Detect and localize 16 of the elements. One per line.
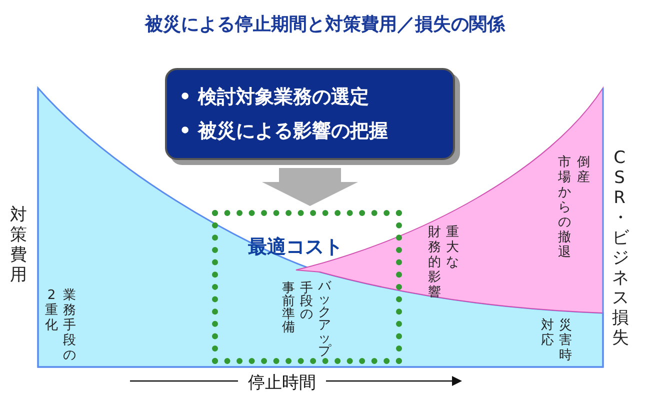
annotation-text: 2重化 [44,288,59,333]
annotation-text: 倒産 [576,155,591,185]
annotation-text: 事前準備 [281,282,296,334]
annotation-text: 重大な財務的影響 [427,225,460,300]
axis-label: CSR・ビジネス損失 [612,148,627,348]
axis-label: 対策費用 [10,205,25,285]
annotation-text: 市場からの撤退 [557,155,572,260]
diagram-title: 被災による停止期間と対策費用／損失の関係 [144,13,506,36]
bullet-item: • 検討対象業務の選定 [179,85,370,110]
annotation-text: 業務手段の [62,288,77,363]
annotation-text: 災害時対応 [540,318,573,363]
bullet-item: • 被災による影響の把握 [179,119,389,144]
optimal-cost-box [212,210,402,364]
annotation-text: 手段の [299,282,314,321]
annotation-text: バックアップ [317,280,332,358]
block-arrow [262,168,358,206]
